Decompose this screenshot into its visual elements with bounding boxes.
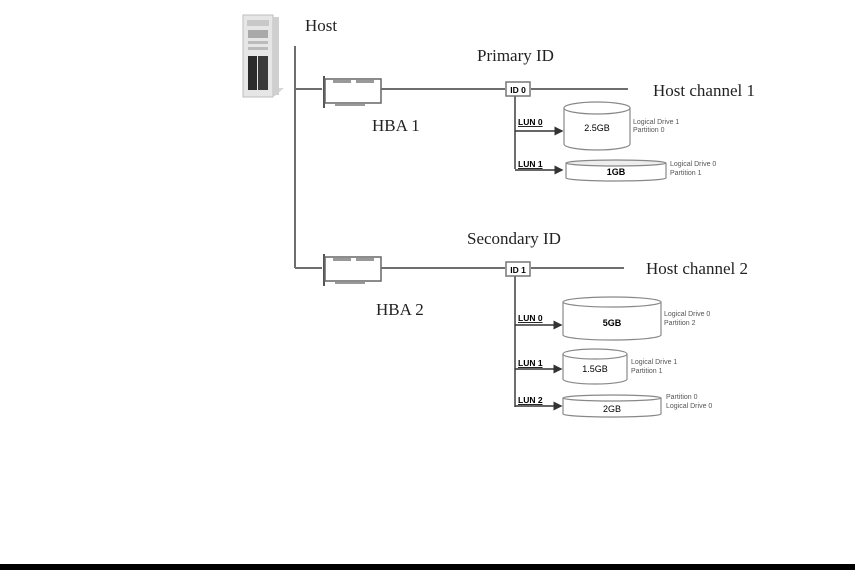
- ch2-lun0-desc-1: Logical Drive 0: [664, 311, 710, 318]
- ch1-lun1-disk-icon: [565, 159, 667, 182]
- host-channel-2-label: Host channel 2: [646, 259, 748, 278]
- ch2-lun1-disk-icon: [562, 348, 628, 385]
- id0-box: ID 0: [505, 81, 531, 97]
- hba-card-icon: [323, 76, 382, 108]
- ch2-lun2-size: 2GB: [603, 404, 621, 414]
- hba1-label: HBA 1: [372, 116, 420, 135]
- ch2-lun0-label: LUN 0: [518, 313, 543, 323]
- ch2-lun1-desc-2: Partition 1: [631, 368, 663, 375]
- ch1-lun1-desc-2: Partition 1: [670, 170, 702, 177]
- host-channel-1-label: Host channel 1: [653, 81, 755, 100]
- id0-label: ID 0: [510, 85, 526, 95]
- hba-card-icon: [323, 254, 382, 286]
- ch1-lun1-desc-1: Logical Drive 0: [670, 161, 716, 168]
- ch1-lun0-label: LUN 0: [518, 117, 543, 127]
- secondary-id-title: Secondary ID: [467, 229, 561, 248]
- ch2-lun1-desc-1: Logical Drive 1: [631, 359, 677, 366]
- ch2-lun1-size: 1.5GB: [582, 364, 608, 374]
- ch2-lun0-desc-2: Partition 2: [664, 320, 696, 327]
- host-label: Host: [305, 16, 337, 35]
- ch2-lun0-size: 5GB: [603, 318, 622, 328]
- ch1-lun0-desc-2: Partition 0: [633, 127, 665, 134]
- id1-box: ID 1: [505, 261, 531, 277]
- ch1-lun0-disk-icon: [563, 101, 631, 151]
- hba2-label: HBA 2: [376, 300, 424, 319]
- ch2-lun1-label: LUN 1: [518, 358, 543, 368]
- ch1-lun1-label: LUN 1: [518, 159, 543, 169]
- primary-id-title: Primary ID: [477, 46, 554, 65]
- ch1-lun1-size: 1GB: [607, 167, 626, 177]
- ch2-lun2-desc-1: Partition 0: [666, 394, 698, 401]
- ch2-lun2-disk-icon: [562, 394, 662, 418]
- ch2-lun0-disk-icon: [562, 296, 662, 341]
- id1-label: ID 1: [510, 265, 526, 275]
- server-tower-icon: [242, 14, 284, 98]
- ch1-lun0-size: 2.5GB: [584, 123, 610, 133]
- ch1-lun0-desc-1: Logical Drive 1: [633, 119, 679, 126]
- ch2-lun2-desc-2: Logical Drive 0: [666, 403, 712, 410]
- page-bottom-rule: [0, 564, 855, 570]
- ch2-lun2-label: LUN 2: [518, 395, 543, 405]
